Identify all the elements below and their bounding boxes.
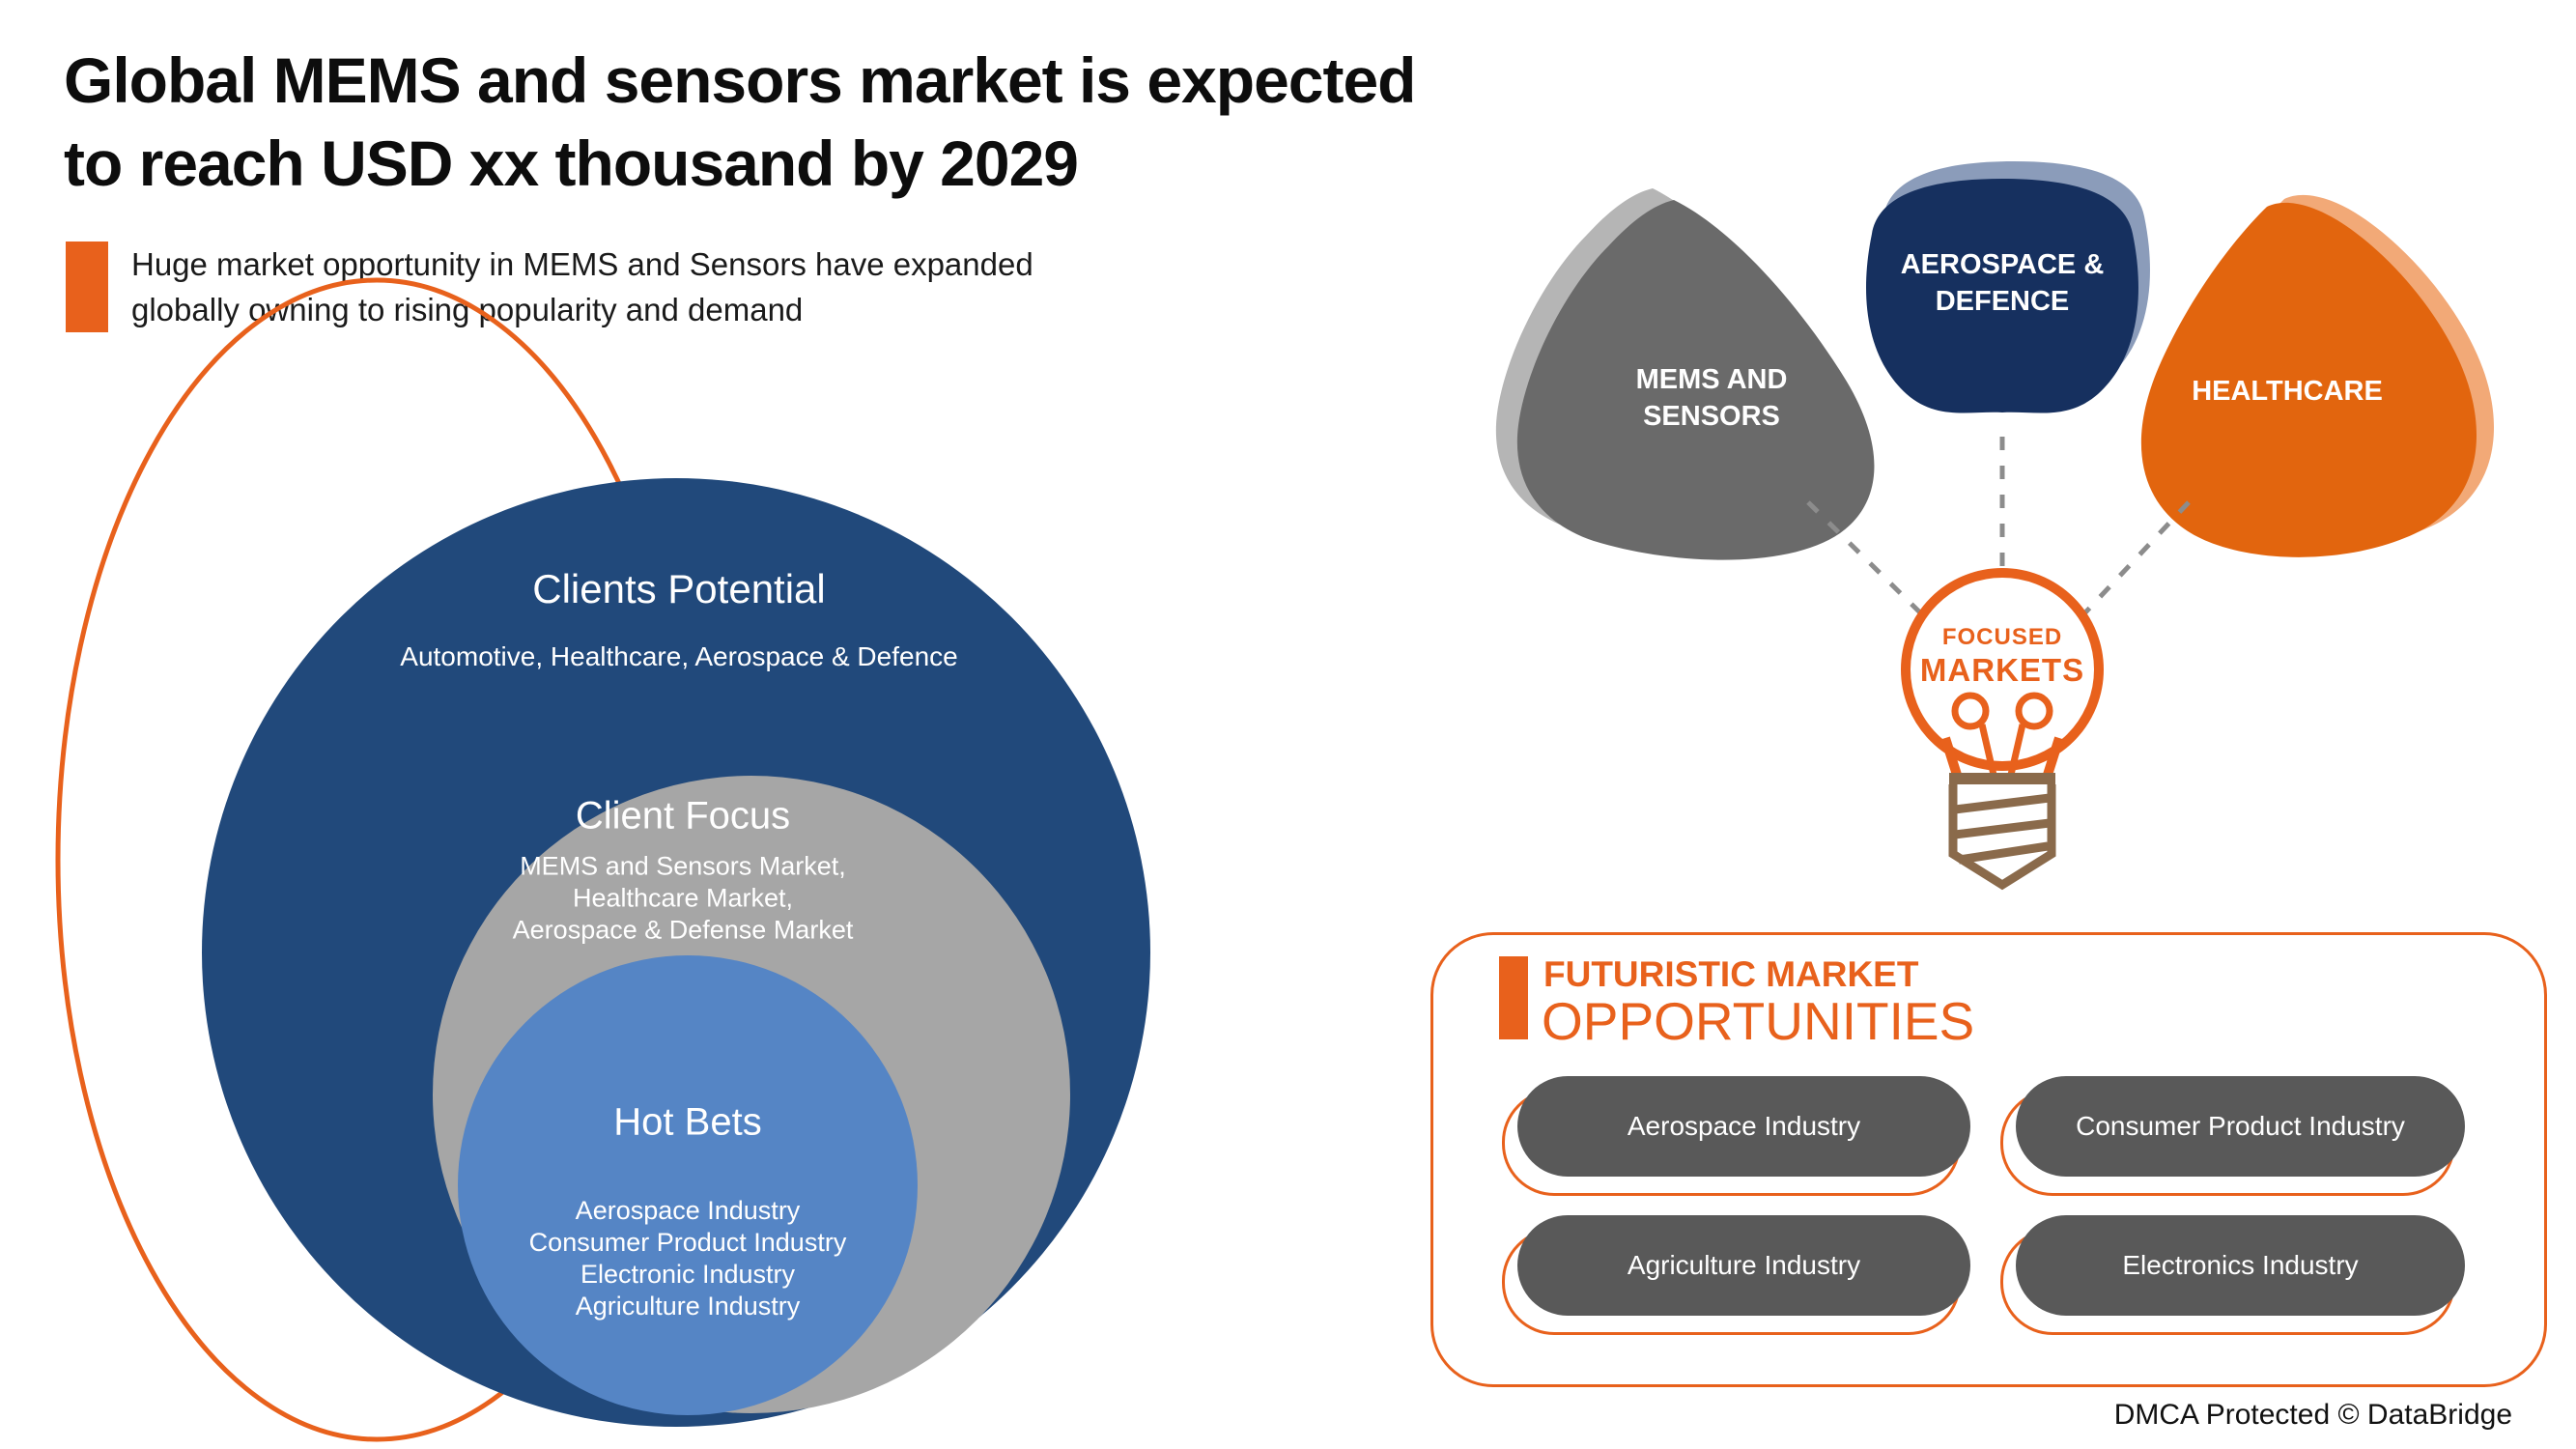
bulb-neck-sides	[1940, 736, 2064, 777]
healthcare-segment-shape	[2140, 202, 2477, 557]
subtitle-accent-bar	[66, 242, 108, 332]
bulb-filament-stems	[1978, 724, 2026, 776]
subtitle: Huge market opportunity in MEMS and Sens…	[66, 242, 1033, 332]
clients-potential-title: Clients Potential	[532, 566, 826, 611]
bulb-label-line2: MARKETS	[1919, 652, 2085, 688]
pill-electronics-industry: Electronics Industry	[2000, 1215, 2465, 1335]
clients-potential-subtitle: Automotive, Healthcare, Aerospace & Defe…	[400, 641, 958, 671]
bulb-filament-loop-left	[1951, 692, 1990, 730]
subtitle-text: Huge market opportunity in MEMS and Sens…	[131, 242, 1033, 332]
pill-agriculture-industry: Agriculture Industry	[1502, 1215, 1970, 1335]
page-title-line1: Global MEMS and sensors market is expect…	[64, 44, 1416, 116]
pill-body: Agriculture Industry	[1517, 1215, 1970, 1316]
hot-bets-item: Aerospace Industry	[575, 1196, 801, 1225]
hot-bets-item: Agriculture Industry	[575, 1292, 801, 1321]
pill-label: Aerospace Industry	[1627, 1111, 1861, 1141]
hot-bets-item: Electronic Industry	[580, 1260, 796, 1289]
pill-body: Aerospace Industry	[1517, 1076, 1970, 1177]
client-focus-title: Client Focus	[575, 794, 791, 838]
opportunities-heading-line2: OPPORTUNITIES	[1542, 991, 1975, 1051]
subtitle-line2: globally owning to rising popularity and…	[131, 292, 804, 327]
client-focus-item: MEMS and Sensors Market,	[520, 851, 846, 881]
pill-label: Consumer Product Industry	[2076, 1111, 2405, 1141]
hot-bets-title: Hot Bets	[613, 1100, 762, 1144]
pill-body: Consumer Product Industry	[2016, 1076, 2465, 1177]
opportunities-heading-line1: FUTURISTIC MARKET	[1543, 954, 1919, 994]
healthcare-segment-label: HEALTHCARE	[2192, 376, 2383, 407]
aerospace-segment-shape	[1866, 179, 2138, 413]
client-focus-list: MEMS and Sensors Market, Healthcare Mark…	[513, 851, 854, 947]
pill-label: Agriculture Industry	[1627, 1250, 1861, 1280]
subtitle-line1: Huge market opportunity in MEMS and Sens…	[131, 246, 1033, 282]
dmca-copyright: DMCA Protected © DataBridge	[2113, 1399, 2512, 1431]
pill-label: Electronics Industry	[2122, 1250, 2359, 1280]
client-focus-item: Aerospace & Defense Market	[512, 915, 854, 945]
aerospace-segment-label: AEROSPACE & DEFENCE	[1900, 249, 2105, 317]
hot-bets-list: Aerospace Industry Consumer Product Indu…	[529, 1195, 847, 1322]
opportunities-panel: FUTURISTIC MARKET OPPORTUNITIES Aerospac…	[1430, 932, 2547, 1387]
bulb-base-threads	[1954, 793, 2051, 865]
client-focus-item: Healthcare Market,	[572, 883, 794, 913]
bulb-filament-loop-right	[2015, 692, 2053, 730]
connector-dashed-left	[1806, 500, 1936, 628]
bulb-base-top	[1949, 773, 2055, 784]
pill-consumer-product-industry: Consumer Product Industry	[2000, 1076, 2465, 1196]
hot-bets-item: Consumer Product Industry	[528, 1228, 847, 1257]
connector-dashed-right	[2071, 500, 2191, 628]
hot-bets-circle	[458, 955, 918, 1415]
page-title: Global MEMS and sensors market is expect…	[64, 39, 1416, 205]
pill-body: Electronics Industry	[2016, 1215, 2465, 1316]
mems-segment-label: MEMS AND SENSORS	[1635, 364, 1788, 432]
page-title-line2: to reach USD xx thousand by 2029	[64, 128, 1079, 199]
opportunities-accent-bar	[1499, 956, 1528, 1039]
bulb-label-line1: FOCUSED	[1941, 624, 2063, 650]
pill-aerospace-industry: Aerospace Industry	[1502, 1076, 1970, 1196]
mems-segment-shape	[1516, 200, 1875, 560]
